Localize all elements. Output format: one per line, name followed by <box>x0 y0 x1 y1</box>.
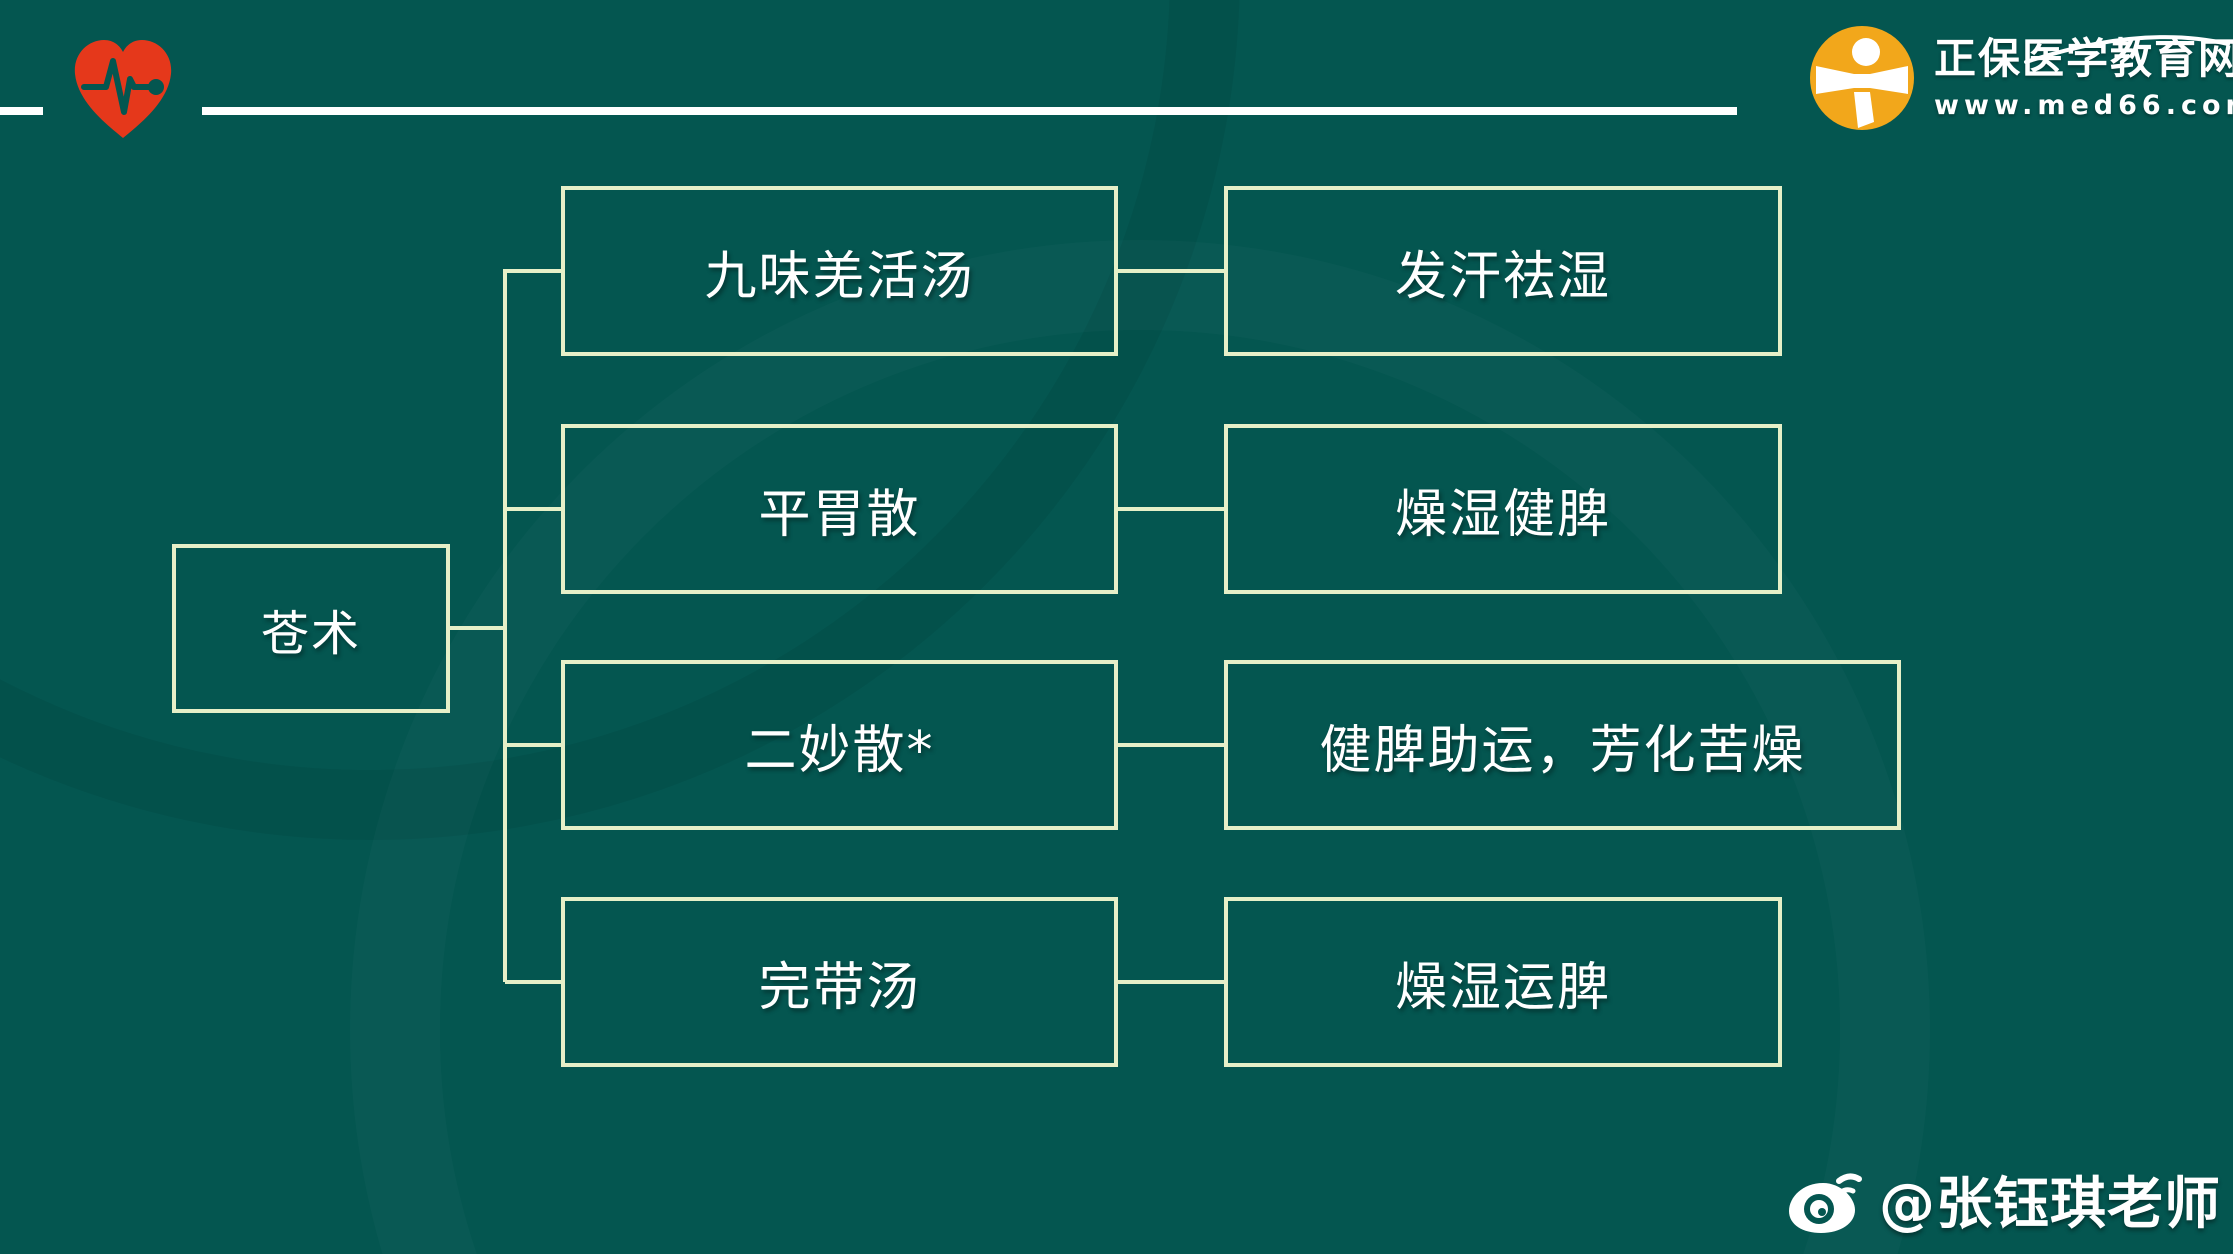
connector-row3-mid <box>1118 743 1224 747</box>
node-action-1: 发汗祛湿 <box>1224 186 1782 356</box>
node-action-4: 燥湿运脾 <box>1224 897 1782 1067</box>
connector-row1-left <box>505 269 563 273</box>
node-formula-3: 二妙散* <box>561 660 1118 830</box>
connector-row2-mid <box>1118 507 1224 511</box>
connector-row2-left <box>505 507 563 511</box>
node-action-3: 健脾助运，芳化苦燥 <box>1224 660 1901 830</box>
node-root: 苍术 <box>172 544 450 713</box>
heart-ecg-icon <box>68 30 178 145</box>
node-action-2: 燥湿健脾 <box>1224 424 1782 594</box>
node-formula-2: 平胃散 <box>561 424 1118 594</box>
connector-trunk <box>503 269 507 982</box>
connector-row4-left <box>505 980 563 984</box>
connector-row3-left <box>505 743 563 747</box>
brand-site-url: www.med66.com <box>1934 90 2233 121</box>
brand-arc <box>2024 35 2230 64</box>
node-formula-4: 完带汤 <box>561 897 1118 1067</box>
node-formula-1: 九味羌活汤 <box>561 186 1118 356</box>
med66-logo-icon <box>1808 24 1916 132</box>
brand-block: 正保医学教育网 www.med66.com <box>1808 24 2233 136</box>
footer-watermark-text: @张钰琪老师 <box>1879 1172 2221 1237</box>
connector-row1-mid <box>1118 269 1224 273</box>
connector-row4-mid <box>1118 980 1224 984</box>
header-rule-left <box>0 107 43 115</box>
header-rule-main <box>202 107 1737 115</box>
footer-watermark: @张钰琪老师 <box>1787 1159 2221 1240</box>
connector-root <box>450 626 505 630</box>
brand-text: 正保医学教育网 www.med66.com <box>1934 24 2233 121</box>
weibo-icon <box>1787 1165 1869 1235</box>
